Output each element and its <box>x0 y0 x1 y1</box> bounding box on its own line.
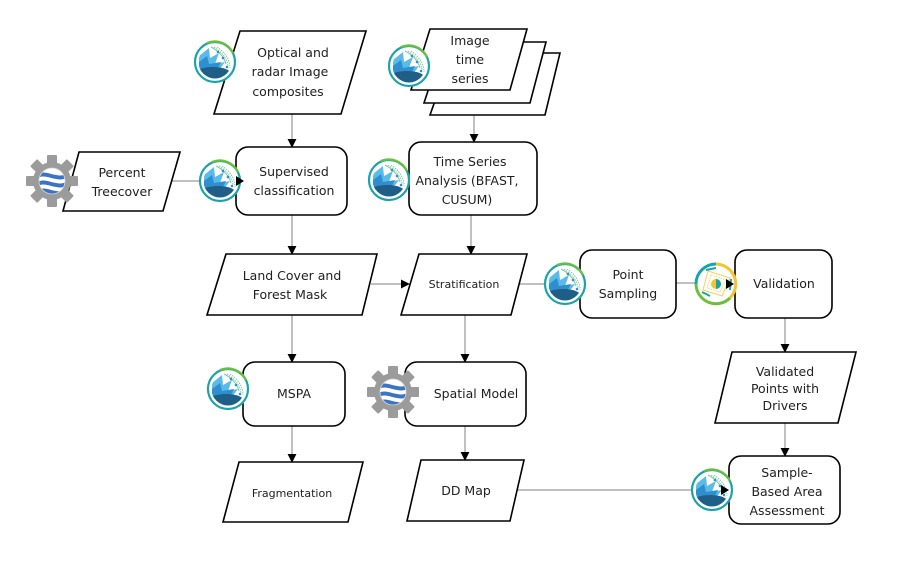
earth-engine-gear-icon <box>367 366 419 418</box>
node-supervised-label-1: Supervised <box>259 164 329 179</box>
node-sample-based-area-assessment[interactable]: Sample- Based Area Assessment <box>691 455 841 525</box>
node-validation-label: Validation <box>753 276 815 291</box>
node-sbaa-label-3: Assessment <box>750 503 825 518</box>
node-tsanalysis-label-1: Time Series <box>432 154 506 169</box>
sepal-logo-icon <box>368 159 410 201</box>
node-optical-composites[interactable]: Optical and radar Image composites <box>194 30 368 115</box>
node-validated-label-1: Validated <box>756 364 814 379</box>
node-timeseries-label-3: series <box>451 71 488 86</box>
node-optical-label-2: radar Image <box>252 64 329 79</box>
node-sbaa-label-1: Sample- <box>761 465 812 480</box>
node-sampling-label-2: Sampling <box>599 286 658 301</box>
node-ddmap-label: DD Map <box>441 483 491 498</box>
node-supervised-classification[interactable]: Supervised classification <box>199 146 348 216</box>
node-treecover-label-2: Treecover <box>91 184 154 199</box>
sepal-logo-icon <box>388 45 430 87</box>
node-landcover-label-2: Forest Mask <box>253 287 328 302</box>
node-image-time-series[interactable]: Image time series <box>388 28 562 116</box>
node-timeseries-label-1: Image <box>450 33 489 48</box>
node-tsanalysis-label-2: Analysis (BFAST, <box>415 173 518 188</box>
sepal-logo-icon <box>207 368 249 410</box>
node-stratification[interactable]: Stratification <box>399 253 529 316</box>
node-mspa[interactable]: MSPA <box>207 361 346 427</box>
node-supervised-label-2: classification <box>254 183 335 198</box>
node-validated-points[interactable]: Validated Points with Drivers <box>713 351 858 424</box>
node-fragmentation-label: Fragmentation <box>252 487 332 500</box>
earth-engine-gear-icon <box>26 155 78 207</box>
node-point-sampling[interactable]: Point Sampling <box>544 249 677 319</box>
node-timeseries-label-2: time <box>456 52 485 67</box>
node-validation[interactable]: Validation <box>693 249 833 319</box>
node-validated-label-2: Points with <box>751 381 819 396</box>
node-sampling-label-1: Point <box>612 267 643 282</box>
node-fragmentation[interactable]: Fragmentation <box>221 461 365 523</box>
node-sbaa-label-2: Based Area <box>751 484 822 499</box>
node-stratification-label: Stratification <box>429 278 500 291</box>
sepal-logo-icon <box>544 263 586 305</box>
node-land-cover-forest-mask[interactable]: Land Cover and Forest Mask <box>205 253 379 316</box>
node-percent-treecover[interactable]: Percent Treecover <box>26 151 182 212</box>
node-tsanalysis-label-3: CUSUM) <box>442 192 493 207</box>
node-landcover-label-1: Land Cover and <box>243 268 342 283</box>
node-time-series-analysis[interactable]: Time Series Analysis (BFAST, CUSUM) <box>368 141 538 216</box>
sepal-logo-icon <box>194 41 236 83</box>
node-treecover-label-1: Percent <box>98 165 145 180</box>
node-mspa-label: MSPA <box>277 386 311 401</box>
node-spatial-label: Spatial Model <box>434 386 519 401</box>
sepal-logo-icon <box>199 160 241 202</box>
node-optical-label-1: Optical and <box>257 45 329 60</box>
node-optical-label-3: composites <box>252 84 323 99</box>
node-validated-label-3: Drivers <box>763 398 808 413</box>
node-dd-map[interactable]: DD Map <box>405 459 526 522</box>
node-spatial-model[interactable]: Spatial Model <box>367 361 527 427</box>
